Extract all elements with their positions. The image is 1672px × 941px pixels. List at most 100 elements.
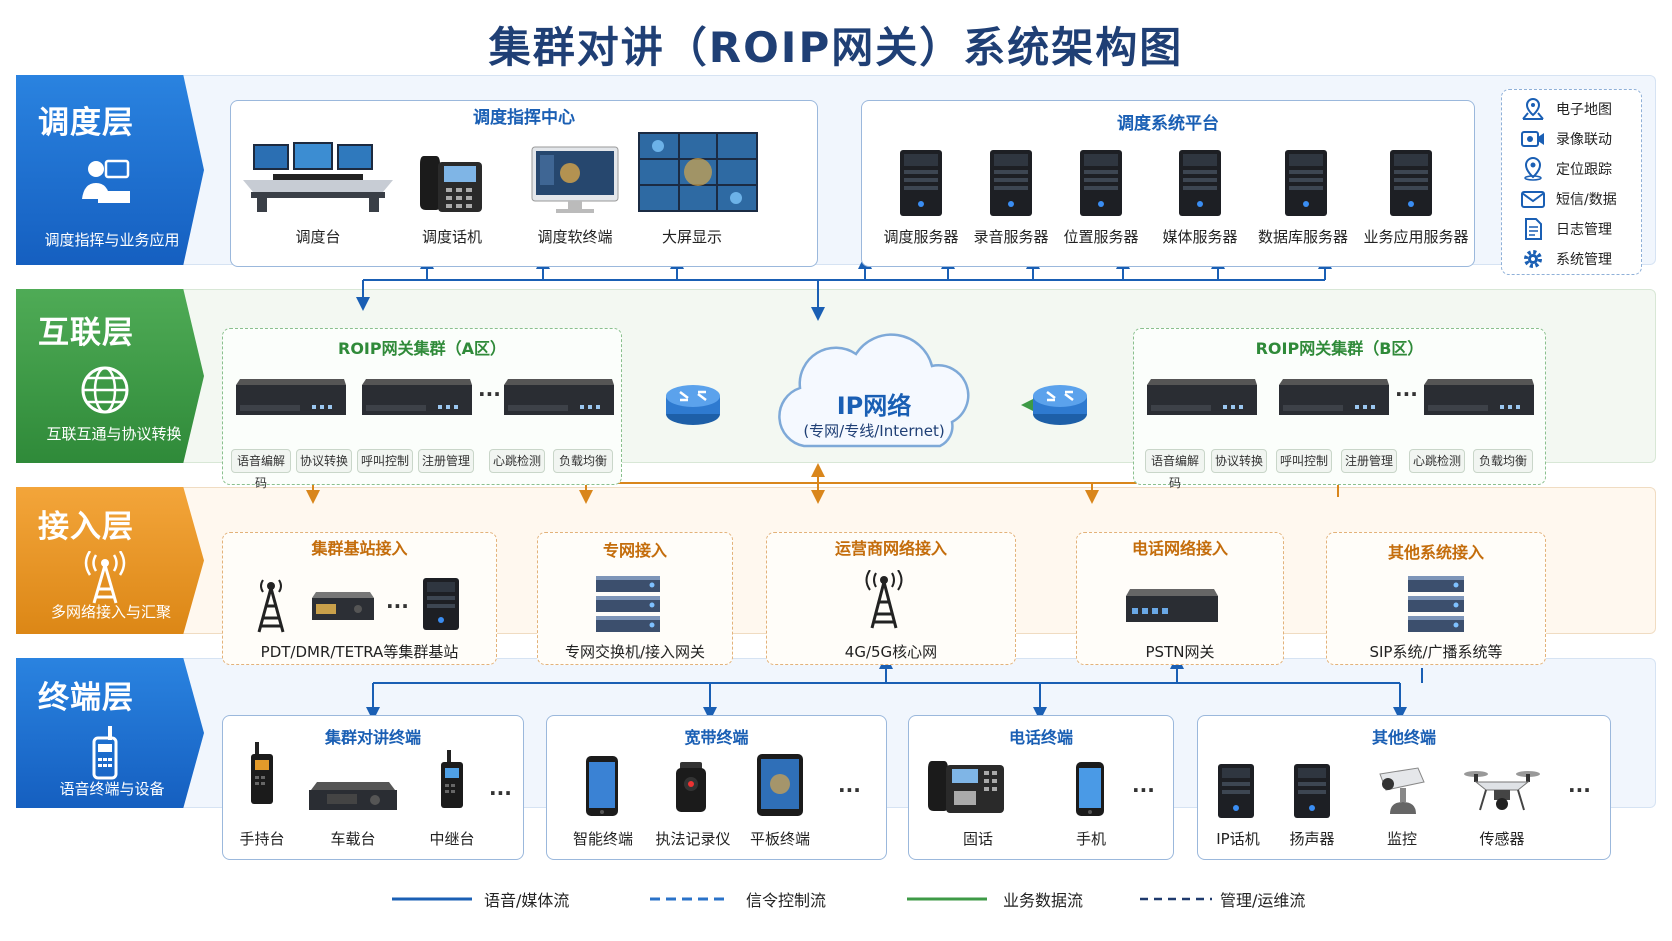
terminal-item-label: 执法记录仪 (655, 830, 731, 848)
access-label: PDT/DMR/TETRA等集群基站 (260, 643, 459, 661)
terminal-item-label: IP话机 (1216, 830, 1260, 848)
router-icon (1031, 378, 1089, 432)
platform-item-label: 数据库服务器 (1257, 228, 1348, 246)
server-icon (1078, 148, 1124, 222)
ellipsis: ··· (1132, 778, 1155, 802)
terminal-layer-badge: 终端层 语音终端与设备 (16, 658, 204, 808)
platform-item-label: 媒体服务器 (1162, 228, 1238, 246)
access-panel: 运营商网络接入 (766, 532, 1016, 665)
video-camera-icon (1521, 131, 1544, 147)
repeater-icon (437, 750, 467, 814)
map-pin-icon (1522, 97, 1544, 120)
gateway-a-feature: 负载均衡 (553, 449, 613, 473)
dashed-line-swatch (1140, 897, 1212, 901)
video-wall-icon (638, 132, 758, 216)
gateway-device-icon (358, 375, 476, 423)
side-function-item[interactable]: 电子地图 (1520, 97, 1612, 121)
operator-icon (78, 155, 132, 209)
smartphone-icon (585, 756, 619, 820)
handheld-radio-icon (247, 742, 277, 810)
layer-subtitle: 语音终端与设备 (59, 780, 165, 798)
ip-phone-icon (1216, 762, 1256, 824)
platform-item-label: 业务应用服务器 (1363, 228, 1469, 246)
ip-network-title: IP网络 (836, 392, 912, 420)
radio-icon (78, 726, 132, 780)
ellipsis: ··· (838, 778, 861, 802)
access-label: SIP系统/广播系统等 (1369, 643, 1503, 661)
side-function-label: 录像联动 (1556, 132, 1612, 148)
gear-icon (1524, 250, 1542, 268)
layer-name: 互联层 (38, 315, 134, 351)
ellipsis: ··· (478, 382, 501, 406)
gateway-b-feature: 心跳检测 (1409, 449, 1465, 473)
desk-phone-icon (418, 148, 488, 220)
gateway-a-feature: 心跳检测 (489, 449, 545, 473)
gateway-a-feature: 协议转换 (296, 449, 352, 473)
terminal-title: 宽带终端 (684, 728, 749, 747)
side-function-item[interactable]: 日志管理 (1520, 217, 1612, 241)
ip-network-subtitle: (专网/专线/Internet) (803, 422, 945, 440)
server-icon (1177, 148, 1223, 222)
server-icon (988, 148, 1034, 222)
gateway-a-title: ROIP网关集群（A区） (338, 339, 506, 358)
side-function-item[interactable]: 系统管理 (1520, 247, 1612, 271)
side-function-label: 日志管理 (1556, 222, 1612, 238)
access-layer-badge: 接入层 多网络接入与汇聚 (16, 487, 204, 634)
side-function-item[interactable]: 定位跟踪 (1520, 156, 1612, 181)
gateway-b-feature: 协议转换 (1211, 449, 1267, 473)
command-item-label: 调度话机 (421, 228, 482, 246)
terminal-item-label: 监控 (1386, 830, 1417, 848)
cloud-icon (764, 326, 984, 470)
terminal-item-label: 扬声器 (1289, 830, 1335, 848)
gateway-device-icon (1275, 375, 1393, 423)
side-function-label: 短信/数据 (1556, 192, 1617, 208)
layer-name: 接入层 (38, 509, 134, 545)
solid-line-swatch (392, 897, 472, 901)
gateway-device-icon (1420, 375, 1538, 423)
gateway-b-title: ROIP网关集群（B区） (1255, 339, 1424, 358)
side-function-item[interactable]: 短信/数据 (1520, 187, 1617, 211)
legend-label: 语音/媒体流 (484, 891, 570, 910)
terminal-item-label: 智能终端 (572, 830, 633, 848)
cell-tower-icon (251, 578, 291, 638)
side-function-label: 系统管理 (1556, 252, 1612, 268)
terminal-panel: 其他终端 (1197, 715, 1611, 860)
router-icon (664, 378, 722, 432)
access-title: 专网接入 (602, 541, 667, 560)
legend-label: 管理/运维流 (1220, 891, 1306, 910)
terminal-title: 电话终端 (1008, 728, 1073, 747)
smartphone-icon (1075, 762, 1105, 820)
gateway-device-icon (232, 375, 350, 423)
gateway-a-feature: 注册管理 (418, 449, 474, 473)
legend-management: 管理/运维流 (1140, 887, 1340, 911)
terminal-title: 集群对讲终端 (324, 728, 421, 747)
console-desk-icon (243, 140, 393, 219)
cell-tower-icon (862, 569, 906, 634)
page-title: 集群对讲（ROIP网关）系统架构图 (488, 23, 1184, 72)
access-label: PSTN网关 (1145, 643, 1215, 661)
globe-icon (78, 363, 132, 417)
platform-item-label: 位置服务器 (1063, 228, 1139, 246)
terminal-item-label: 中继台 (429, 830, 475, 848)
monitor-icon (530, 145, 620, 221)
access-title: 其他系统接入 (1387, 543, 1484, 562)
location-icon (1524, 156, 1542, 181)
interconnect-layer-badge: 互联层 互联互通与协议转换 (16, 289, 204, 463)
terminal-item-label: 固话 (962, 830, 993, 848)
legend-label: 业务数据流 (1003, 891, 1084, 910)
gateway-device-icon (500, 375, 618, 423)
gateway-b-feature: 呼叫控制 (1276, 449, 1332, 473)
solid-line-swatch (907, 897, 987, 901)
layer-subtitle: 互联互通与协议转换 (46, 425, 182, 443)
platform-item-label: 录音服务器 (973, 228, 1049, 246)
network-switch-icon (1404, 574, 1468, 638)
command-center-title: 调度指挥中心 (473, 108, 575, 128)
ellipsis: ··· (386, 594, 409, 618)
terminal-item-label: 车载台 (330, 830, 376, 848)
side-function-item[interactable]: 录像联动 (1520, 127, 1612, 151)
antenna-icon (78, 550, 132, 605)
layer-subtitle: 调度指挥与业务应用 (44, 231, 180, 249)
base-station-icon (308, 590, 378, 628)
ellipsis: ··· (1395, 382, 1418, 406)
gateway-device-icon (1143, 375, 1261, 423)
